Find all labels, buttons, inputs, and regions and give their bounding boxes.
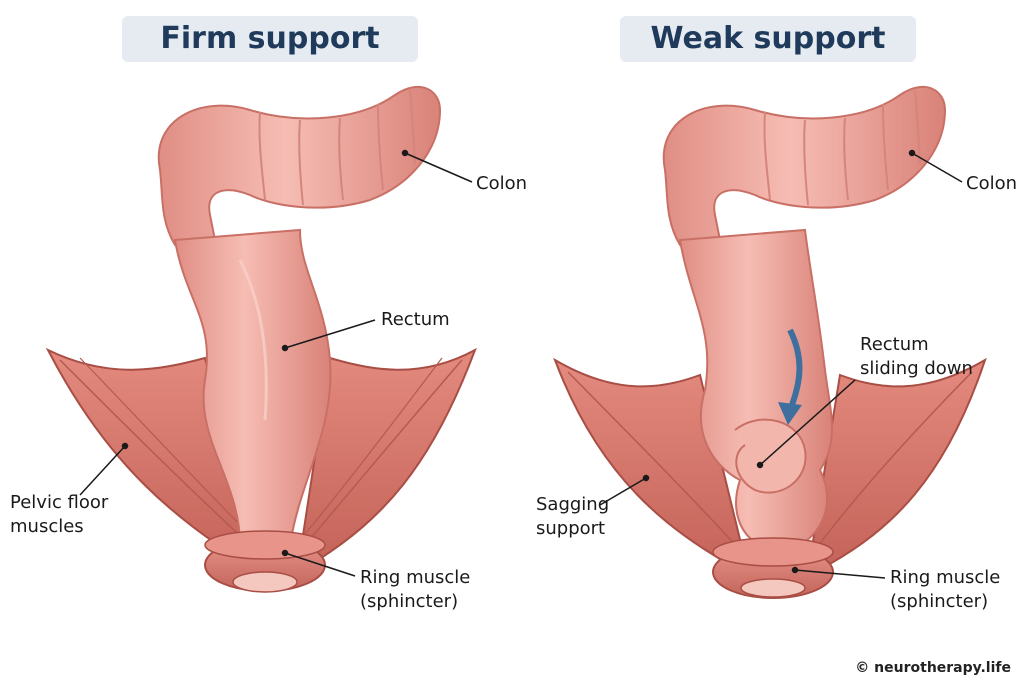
sliding-arrow [787, 328, 803, 412]
right-rectum-label-line2: sliding down [860, 358, 973, 379]
right-sagging-label-line1: Sagging [536, 494, 610, 515]
right-sagging-label-line2: support [536, 518, 606, 539]
left-colon-label: Colon [476, 173, 528, 194]
left-rectum-label: Rectum [381, 309, 450, 330]
left-panel-title: Firm support [122, 16, 418, 62]
left-pelvic-label-line2: muscles [10, 516, 84, 537]
left-pelvic-label-line1: Pelvic floor [10, 492, 109, 513]
right-colon-label: Colon [966, 173, 1018, 194]
left-panel-illustration [45, 85, 477, 593]
right-ring-label-line2: (sphincter) [890, 591, 989, 612]
right-leader-lines [599, 149, 963, 579]
credit-text: © neurotherapy.life [855, 660, 1011, 676]
right-ring-label-line1: Ring muscle [890, 567, 1001, 588]
left-ring-label-line2: (sphincter) [360, 591, 459, 612]
right-panel-illustration [553, 85, 987, 599]
right-panel-title: Weak support [620, 16, 916, 62]
right-rectum-label-line1: Rectum [860, 334, 929, 355]
right-sagging-muscles-right [808, 357, 987, 567]
left-ring-label-line1: Ring muscle [360, 567, 471, 588]
left-leader-lines [79, 149, 473, 577]
